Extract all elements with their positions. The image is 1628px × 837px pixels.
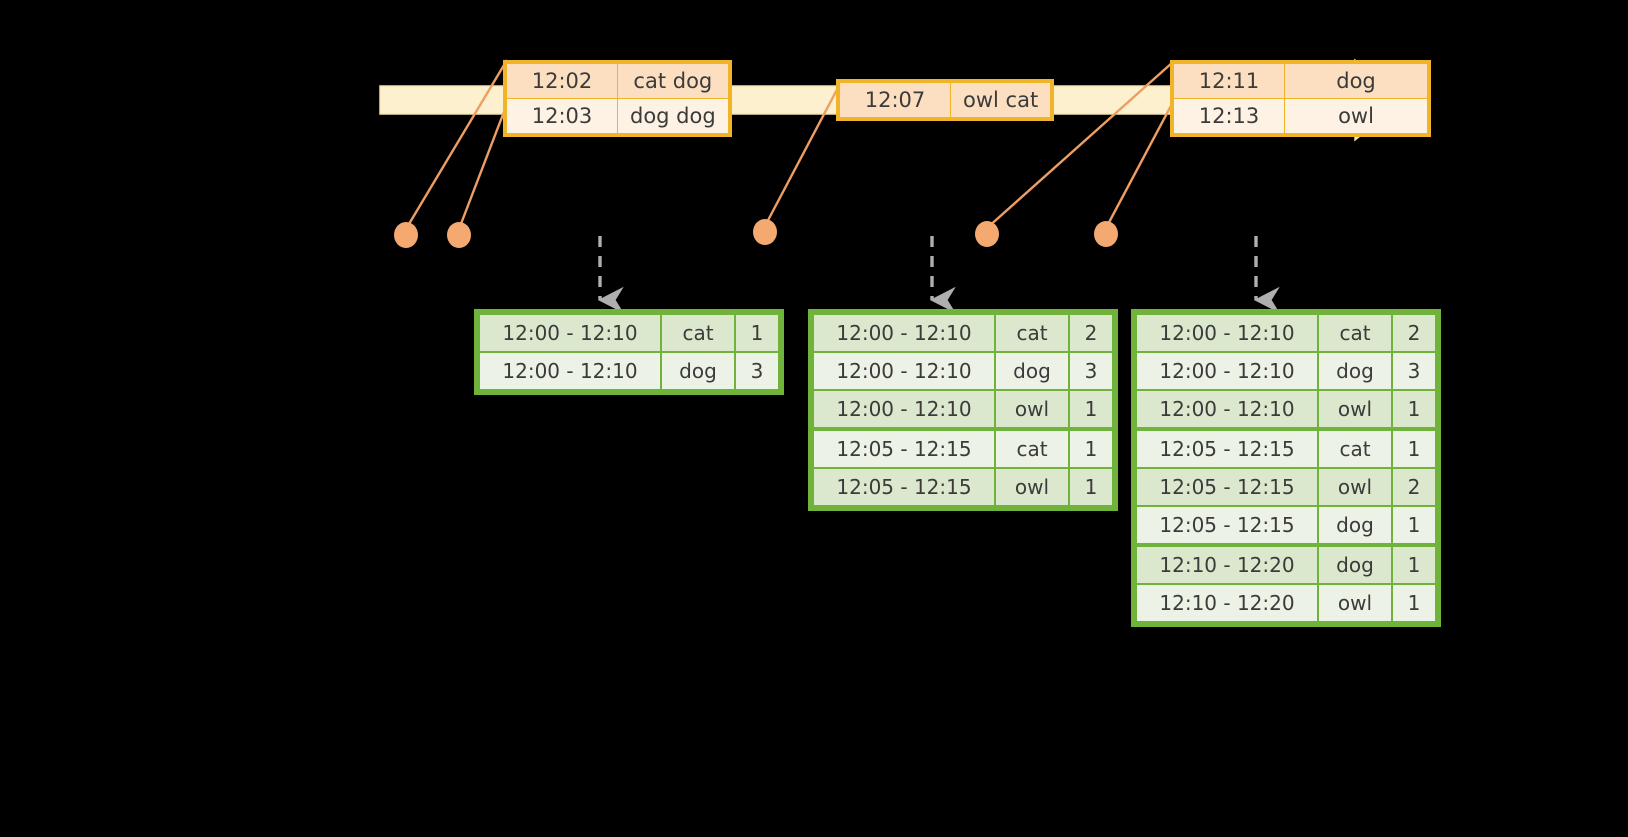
result-window: 12:10 - 12:20 (1135, 544, 1319, 585)
result-count: 1 (1391, 428, 1437, 469)
result-word: cat (1317, 313, 1393, 353)
event-group-2-body: 12:07 owl cat (839, 82, 1052, 118)
table-row: 12:00 - 12:10 owl 1 (1135, 389, 1437, 431)
result-window: 12:00 - 12:10 (812, 389, 996, 431)
result-table-2: 12:00 - 12:10 cat 2 12:00 - 12:10 dog 3 … (808, 309, 1118, 511)
event-group-1: 12:02 cat dog 12:03 dog dog (503, 60, 732, 137)
event-time: 12:11 (1173, 63, 1285, 99)
result-word: dog (660, 351, 736, 391)
table-row: 12:10 - 12:20 owl 1 (1135, 583, 1437, 623)
event-group-3-body: 12:11 dog 12:13 owl (1173, 63, 1428, 134)
result-count: 1 (1068, 389, 1114, 431)
result-word: owl (1317, 467, 1393, 507)
result-table-3: 12:00 - 12:10 cat 2 12:00 - 12:10 dog 3 … (1131, 309, 1441, 627)
connector-1 (404, 59, 509, 230)
event-row: 12:02 cat dog (506, 63, 729, 99)
table-row: 12:00 - 12:10 dog 3 (812, 351, 1114, 391)
event-row: 12:07 owl cat (839, 82, 1052, 118)
result-count: 3 (1391, 351, 1437, 391)
event-row: 12:03 dog dog (506, 98, 729, 134)
result-window: 12:00 - 12:10 (1135, 313, 1319, 353)
event-words: cat dog (617, 63, 729, 99)
result-count: 3 (1068, 351, 1114, 391)
event-dot-5 (1094, 221, 1118, 247)
table-row: 12:00 - 12:10 owl 1 (812, 389, 1114, 431)
result-count: 1 (734, 313, 780, 353)
result-word: owl (994, 389, 1070, 431)
result-word: owl (1317, 583, 1393, 623)
result-window: 12:00 - 12:10 (478, 351, 662, 391)
table-row: 12:05 - 12:15 cat 1 (812, 428, 1114, 469)
result-table-1-body: 12:00 - 12:10 cat 1 12:00 - 12:10 dog 3 (478, 313, 780, 391)
event-time: 12:02 (506, 63, 618, 99)
event-words: dog dog (617, 98, 729, 134)
table-row: 12:05 - 12:15 dog 1 (1135, 505, 1437, 547)
event-time: 12:07 (839, 82, 951, 118)
connector-2 (457, 103, 509, 230)
result-count: 1 (1391, 389, 1437, 431)
table-row: 12:05 - 12:15 owl 2 (1135, 467, 1437, 507)
result-count: 1 (1068, 467, 1114, 507)
result-window: 12:05 - 12:15 (1135, 505, 1319, 547)
result-count: 2 (1391, 313, 1437, 353)
event-row: 12:13 owl (1173, 98, 1428, 134)
event-dot-4 (975, 221, 999, 247)
event-row: 12:11 dog (1173, 63, 1428, 99)
result-window: 12:00 - 12:10 (478, 313, 662, 353)
result-count: 2 (1391, 467, 1437, 507)
result-count: 2 (1068, 313, 1114, 353)
result-word: dog (1317, 351, 1393, 391)
event-words: owl cat (949, 82, 1052, 118)
event-dot-1 (394, 222, 418, 248)
result-table-3-body: 12:00 - 12:10 cat 2 12:00 - 12:10 dog 3 … (1135, 313, 1437, 623)
result-table-2-body: 12:00 - 12:10 cat 2 12:00 - 12:10 dog 3 … (812, 313, 1114, 507)
event-time: 12:13 (1173, 98, 1285, 134)
result-window: 12:00 - 12:10 (812, 351, 996, 391)
down-arrows (597, 236, 1280, 314)
connector-3 (763, 81, 843, 227)
table-row: 12:00 - 12:10 dog 3 (1135, 351, 1437, 391)
result-window: 12:00 - 12:10 (812, 313, 996, 353)
table-row: 12:00 - 12:10 cat 2 (1135, 313, 1437, 353)
event-dots (394, 219, 1118, 248)
result-word: cat (1317, 428, 1393, 469)
result-window: 12:10 - 12:20 (1135, 583, 1319, 623)
result-window: 12:05 - 12:15 (812, 467, 996, 507)
result-count: 1 (1068, 428, 1114, 469)
result-window: 12:05 - 12:15 (1135, 467, 1319, 507)
table-row: 12:00 - 12:10 cat 1 (478, 313, 780, 353)
result-window: 12:00 - 12:10 (1135, 389, 1319, 431)
table-row: 12:05 - 12:15 owl 1 (812, 467, 1114, 507)
result-window: 12:05 - 12:15 (812, 428, 996, 469)
result-window: 12:05 - 12:15 (1135, 428, 1319, 469)
event-dot-2 (447, 222, 471, 248)
result-count: 3 (734, 351, 780, 391)
result-count: 1 (1391, 505, 1437, 547)
event-dot-3 (753, 219, 777, 245)
result-table-1: 12:00 - 12:10 cat 1 12:00 - 12:10 dog 3 (474, 309, 784, 395)
result-window: 12:00 - 12:10 (1135, 351, 1319, 391)
table-row: 12:00 - 12:10 cat 2 (812, 313, 1114, 353)
result-word: owl (1317, 389, 1393, 431)
result-count: 1 (1391, 583, 1437, 623)
event-group-2: 12:07 owl cat (836, 79, 1055, 121)
event-group-1-body: 12:02 cat dog 12:03 dog dog (506, 63, 729, 134)
table-row: 12:00 - 12:10 dog 3 (478, 351, 780, 391)
table-row: 12:05 - 12:15 cat 1 (1135, 428, 1437, 469)
result-word: cat (994, 313, 1070, 353)
connector-5 (1104, 101, 1175, 229)
result-word: cat (994, 428, 1070, 469)
result-word: owl (994, 467, 1070, 507)
event-time: 12:03 (506, 98, 618, 134)
event-group-3: 12:11 dog 12:13 owl (1170, 60, 1431, 137)
result-count: 1 (1391, 544, 1437, 585)
result-word: dog (1317, 544, 1393, 585)
event-words: owl (1284, 98, 1428, 134)
table-row: 12:10 - 12:20 dog 1 (1135, 544, 1437, 585)
result-word: cat (660, 313, 736, 353)
result-word: dog (1317, 505, 1393, 547)
event-words: dog (1284, 63, 1428, 99)
result-word: dog (994, 351, 1070, 391)
